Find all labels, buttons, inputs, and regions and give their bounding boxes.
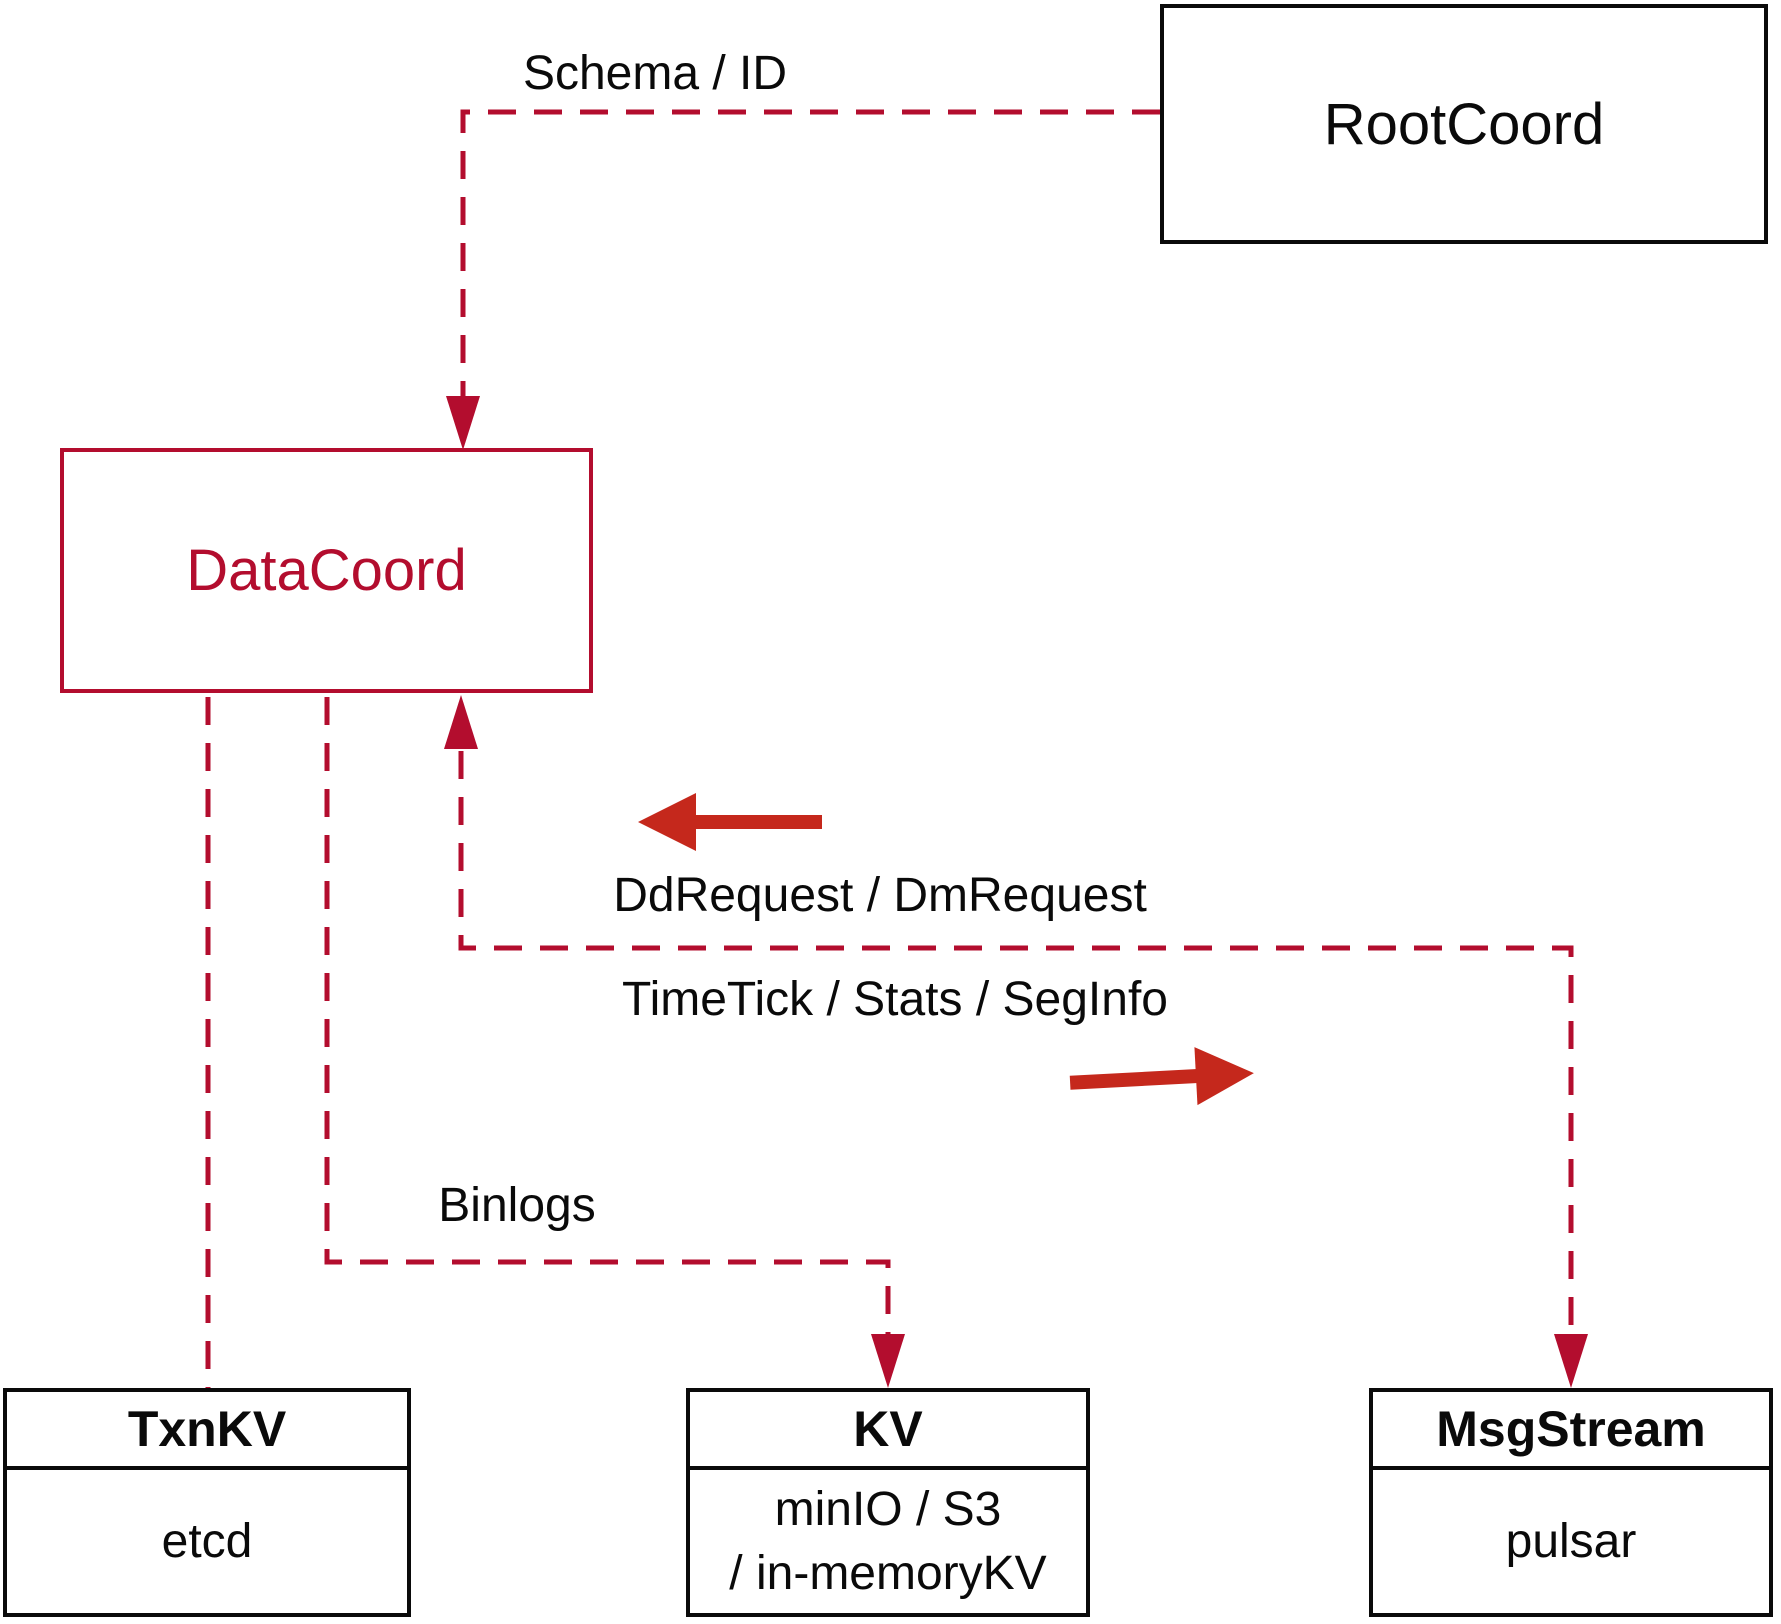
- edge-channel-down-arrowhead: [1554, 1334, 1588, 1388]
- txnkv-node: TxnKV etcd: [3, 1388, 411, 1617]
- edge-label-schema-id: Schema / ID: [522, 47, 788, 100]
- edge-channel-up-arrowhead: [444, 695, 478, 749]
- edge-channel-line: [458, 751, 1574, 1334]
- edge-binlogs-arrowhead: [871, 1334, 905, 1388]
- edge-schema-id-arrowhead: [446, 396, 480, 450]
- edge-label-binlogs: Binlogs: [438, 1179, 596, 1232]
- edge-msgstream-channel: [444, 695, 1588, 1388]
- msgstream-body: pulsar: [1505, 1514, 1637, 1568]
- left-direction-arrow-icon: [638, 793, 822, 851]
- edge-label-ddrequest-dmrequest: DdRequest / DmRequest: [613, 869, 1147, 922]
- msgstream-title: MsgStream: [1373, 1392, 1769, 1470]
- txnkv-title: TxnKV: [7, 1392, 407, 1470]
- kv-body-line2: / in-memoryKV: [729, 1546, 1047, 1600]
- kv-node: KV minIO / S3 / in-memoryKV: [686, 1388, 1090, 1617]
- msgstream-node: MsgStream pulsar: [1369, 1388, 1773, 1617]
- edge-label-timetick-stats-seginfo: TimeTick / Stats / SegInfo: [622, 973, 1168, 1026]
- right-direction-arrow-icon: [1069, 1047, 1254, 1106]
- datacoord-label: DataCoord: [186, 538, 467, 603]
- rootcoord-node: RootCoord: [1160, 4, 1768, 244]
- kv-title: KV: [690, 1392, 1086, 1470]
- edge-schema-id-line: [460, 109, 1160, 396]
- edge-binlogs: [324, 697, 905, 1388]
- edge-schema-id: [446, 109, 1160, 450]
- rootcoord-label: RootCoord: [1323, 91, 1605, 157]
- datacoord-node: DataCoord: [60, 448, 593, 693]
- edge-binlogs-line: [324, 697, 891, 1334]
- txnkv-body: etcd: [161, 1514, 253, 1568]
- kv-body-line1: minIO / S3: [774, 1482, 1002, 1536]
